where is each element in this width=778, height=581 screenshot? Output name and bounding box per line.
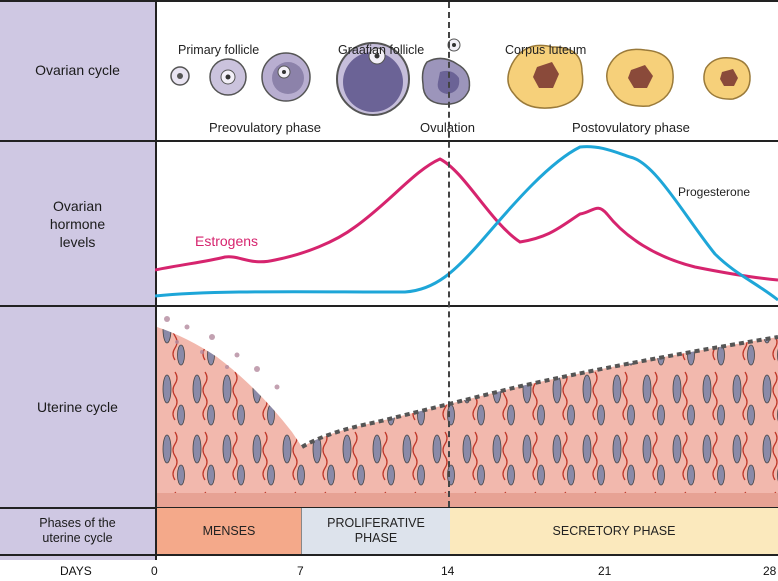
- days-label: DAYS: [60, 564, 92, 578]
- phase-menses: MENSES: [157, 508, 301, 554]
- primary-follicle-icon: [171, 67, 189, 85]
- row-label-hormone-levels: Ovarian hormone levels: [0, 142, 155, 305]
- phase-proliferative: PROLIFERATIVE PHASE: [301, 508, 451, 554]
- day-tick-28: 28: [763, 564, 776, 578]
- progesterone-curve: [155, 147, 778, 300]
- label-progesterone: Progesterone: [678, 185, 750, 199]
- ovulation-dashed-line: [448, 2, 450, 507]
- hormone-curves: [155, 142, 778, 305]
- label-graafian-follicle: Graafian follicle: [338, 43, 424, 57]
- label-corpus-luteum: Corpus luteum: [505, 43, 586, 57]
- day-tick-7: 7: [297, 564, 304, 578]
- label-estrogens: Estrogens: [195, 233, 258, 249]
- phase-secretory: SECRETORY PHASE: [450, 508, 778, 554]
- row-label-ovarian-cycle: Ovarian cycle: [0, 0, 155, 140]
- day-tick-14: 14: [441, 564, 454, 578]
- corpus-luteum-icon-2: [607, 49, 673, 106]
- row-label-phases: Phases of the uterine cycle: [0, 508, 155, 554]
- uterine-lining-illustration: [157, 307, 778, 507]
- estrogen-curve: [155, 159, 778, 280]
- day-tick-21: 21: [598, 564, 611, 578]
- label-primary-follicle: Primary follicle: [178, 43, 259, 57]
- divider-bottom: [0, 554, 778, 556]
- day-tick-0: 0: [151, 564, 158, 578]
- secondary-follicle-icon: [210, 59, 246, 95]
- label-preovulatory-phase: Preovulatory phase: [209, 120, 321, 135]
- label-postovulatory-phase: Postovulatory phase: [572, 120, 690, 135]
- corpus-luteum-icon-3: [704, 58, 750, 99]
- ovulation-icon: [423, 39, 470, 104]
- row-label-uterine-cycle: Uterine cycle: [0, 307, 155, 507]
- antral-follicle-icon: [262, 53, 310, 101]
